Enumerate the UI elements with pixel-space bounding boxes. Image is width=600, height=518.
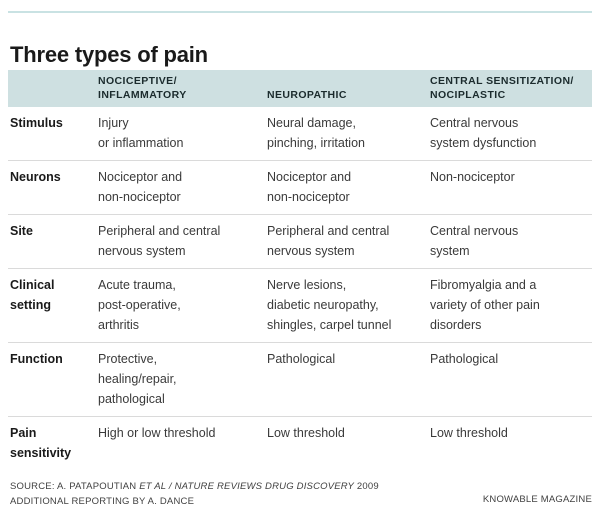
table-header-row: NOCICEPTIVE/ INFLAMMATORY NEUROPATHIC CE…: [8, 70, 592, 107]
table-cell: High or low threshold: [98, 426, 216, 440]
page-title: Three types of pain: [10, 41, 208, 67]
source-year: 2009: [354, 481, 379, 492]
table-cell: Peripheral and central nervous system: [267, 224, 390, 258]
table-cell: Low threshold: [267, 426, 345, 440]
row-label: Clinical setting: [10, 278, 55, 312]
publisher-credit: KNOWABLE MAGAZINE: [482, 494, 592, 505]
table-row-site: Site Peripheral and central nervous syst…: [8, 215, 592, 269]
row-label: Function: [10, 352, 63, 366]
table-row-neurons: Neurons Nociceptor and non-nociceptor No…: [8, 161, 592, 215]
column-header-central-sensitization: CENTRAL SENSITIZATION/ NOCIPLASTIC: [430, 75, 574, 101]
table-cell: Non-nociceptor: [430, 170, 515, 184]
table-cell: Pathological: [267, 352, 336, 366]
source-prefix: SOURCE: A. PATAPOUTIAN: [10, 481, 140, 492]
table-cell: Injury or inflammation: [98, 116, 184, 150]
table-row-clinical-setting: Clinical setting Acute trauma, post-oper…: [8, 269, 592, 343]
table-cell: Protective, healing/repair, pathological: [98, 352, 177, 406]
table-row-pain-sensitivity: Pain sensitivity High or low threshold L…: [8, 417, 592, 470]
row-label: Stimulus: [10, 116, 63, 130]
table-cell: Peripheral and central nervous system: [98, 224, 221, 258]
row-label: Neurons: [10, 170, 61, 184]
row-label: Pain sensitivity: [10, 426, 72, 460]
table-cell: Nociceptor and non-nociceptor: [98, 170, 183, 204]
table-cell: Central nervous system: [430, 224, 519, 258]
source-publication: ET AL / NATURE REVIEWS DRUG DISCOVERY: [139, 481, 355, 492]
table-cell: Nerve lesions, diabetic neuropathy, shin…: [267, 278, 392, 332]
top-accent-rule: [8, 11, 592, 13]
table-cell: Fibromyalgia and a variety of other pain…: [430, 278, 540, 332]
table-cell: Acute trauma, post-operative, arthritis: [98, 278, 181, 332]
source-line: SOURCE: A. PATAPOUTIAN ET AL / NATURE RE…: [10, 480, 379, 495]
table-row-stimulus: Stimulus Injury or inflammation Neural d…: [8, 107, 592, 161]
table-cell: Nociceptor and non-nociceptor: [267, 170, 352, 204]
table-cell: Neural damage, pinching, irritation: [267, 116, 365, 150]
additional-reporting-line: ADDITIONAL REPORTING BY A. DANCE: [10, 495, 195, 507]
table-cell: Low threshold: [430, 426, 508, 440]
table-cell: Pathological: [430, 352, 499, 366]
row-label: Site: [10, 224, 33, 238]
table-cell: Central nervous system dysfunction: [430, 116, 537, 150]
pain-types-table: NOCICEPTIVE/ INFLAMMATORY NEUROPATHIC CE…: [8, 70, 592, 470]
source-attribution: SOURCE: A. PATAPOUTIAN ET AL / NATURE RE…: [10, 480, 379, 509]
column-header-nociceptive: NOCICEPTIVE/ INFLAMMATORY: [98, 75, 187, 101]
column-header-neuropathic: NEUROPATHIC: [267, 88, 347, 101]
table-row-function: Function Protective, healing/repair, pat…: [8, 343, 592, 417]
